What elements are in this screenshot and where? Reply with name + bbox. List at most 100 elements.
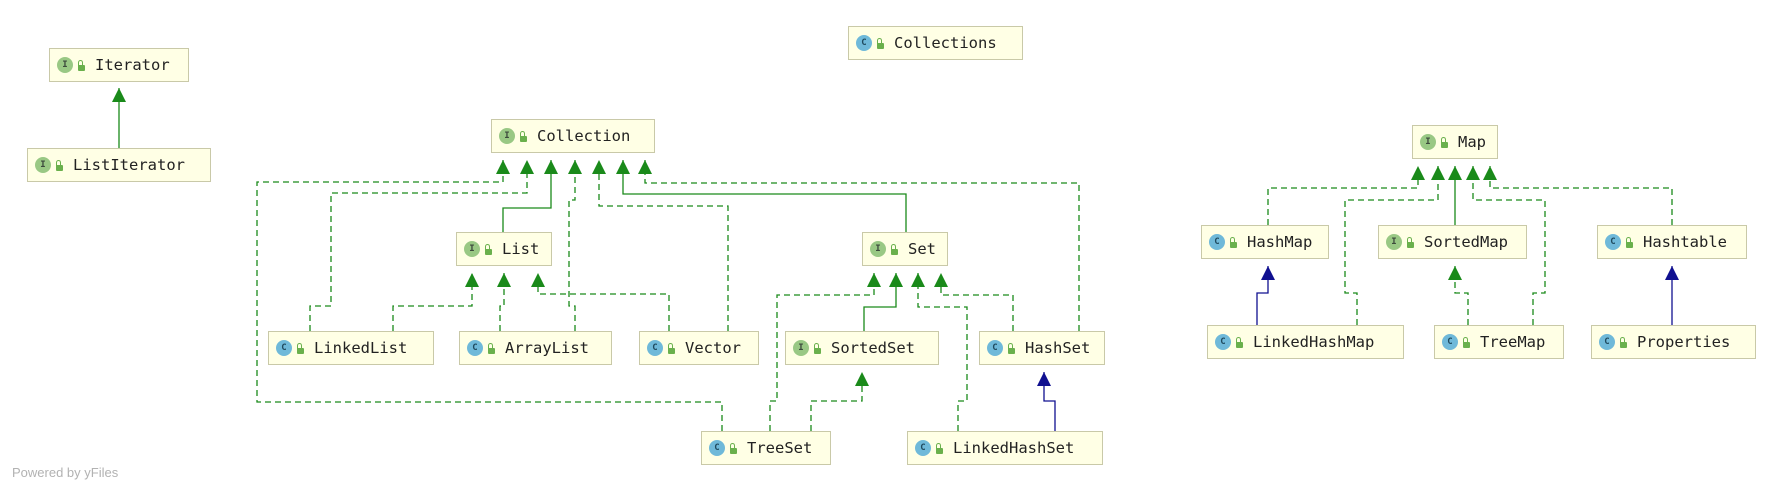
edge-line: [309, 160, 528, 331]
edge-treeset-to-sortedset: [810, 372, 869, 431]
edge-treeset-to-collection: [256, 160, 723, 431]
edge-properties-to-hashtable: [1665, 266, 1679, 325]
public-lock-icon: [56, 159, 63, 171]
public-lock-icon: [936, 442, 943, 454]
arrowhead: [592, 160, 606, 174]
arrowhead: [616, 160, 630, 174]
public-lock-icon: [1008, 342, 1015, 354]
arrowhead: [934, 273, 948, 287]
node-linkedhashset[interactable]: C LinkedHashSet: [907, 431, 1103, 465]
edge-line: [568, 160, 576, 331]
arrowhead: [112, 88, 126, 102]
edge-linkedlist-to-list: [392, 273, 479, 331]
arrowhead: [1411, 166, 1425, 180]
edge-list-to-collection: [502, 160, 558, 232]
edge-linkedhashmap-to-hashmap: [1256, 266, 1275, 325]
interface-icon: I: [1420, 134, 1436, 150]
node-label: HashSet: [1025, 339, 1091, 357]
edge-linkedlist-to-collection: [309, 160, 534, 331]
edge-line: [1344, 166, 1439, 325]
class-icon: C: [987, 340, 1003, 356]
node-label: ListIterator: [73, 156, 185, 174]
edge-linkedhashset-to-set: [911, 273, 968, 431]
edge-line: [622, 160, 907, 232]
node-label: List: [502, 240, 540, 258]
node-hashset[interactable]: C HashSet: [979, 331, 1105, 365]
powered-by-footer: Powered by yFiles: [12, 465, 119, 480]
node-label: LinkedHashSet: [953, 439, 1075, 457]
node-label: Iterator: [95, 56, 170, 74]
node-label: Hashtable: [1643, 233, 1727, 251]
edge-sortedset-to-set: [863, 273, 903, 331]
class-icon: C: [915, 440, 931, 456]
public-lock-icon: [877, 37, 884, 49]
public-lock-icon: [1407, 236, 1414, 248]
node-label: ArrayList: [505, 339, 589, 357]
class-icon: C: [1442, 334, 1458, 350]
public-lock-icon: [485, 243, 492, 255]
edge-listiterator-to-iterator: [112, 88, 126, 148]
class-icon: C: [856, 35, 872, 51]
public-lock-icon: [1463, 336, 1470, 348]
node-hashtable[interactable]: C Hashtable: [1597, 225, 1747, 259]
node-label: Map: [1458, 133, 1486, 151]
public-lock-icon: [488, 342, 495, 354]
edge-hashset-to-set: [934, 273, 1014, 331]
public-lock-icon: [1441, 136, 1448, 148]
node-properties[interactable]: C Properties: [1591, 325, 1756, 359]
arrowhead: [855, 372, 869, 386]
edge-line: [392, 273, 473, 331]
interface-icon: I: [35, 157, 51, 173]
arrowhead: [1448, 166, 1462, 180]
arrowhead: [638, 160, 652, 174]
public-lock-icon: [297, 342, 304, 354]
arrowhead: [867, 273, 881, 287]
public-lock-icon: [78, 59, 85, 71]
edge-line: [1472, 166, 1546, 325]
class-icon: C: [1209, 234, 1225, 250]
edge-line: [863, 273, 897, 331]
arrowhead: [531, 273, 545, 287]
node-label: SortedMap: [1424, 233, 1508, 251]
node-label: TreeMap: [1480, 333, 1546, 351]
arrowhead: [544, 160, 558, 174]
public-lock-icon: [1236, 336, 1243, 348]
arrowhead: [1466, 166, 1480, 180]
edge-line: [917, 273, 968, 431]
class-icon: C: [709, 440, 725, 456]
node-map[interactable]: I Map: [1412, 125, 1498, 159]
public-lock-icon: [730, 442, 737, 454]
edge-arraylist-to-collection: [568, 160, 582, 331]
edge-line: [256, 160, 723, 431]
node-label: Properties: [1637, 333, 1731, 351]
arrowhead: [497, 273, 511, 287]
edge-treeset-to-set: [769, 273, 881, 431]
class-icon: C: [1599, 334, 1615, 350]
arrowhead: [1431, 166, 1445, 180]
node-treemap[interactable]: C TreeMap: [1434, 325, 1564, 359]
edge-line: [502, 160, 552, 232]
public-lock-icon: [1620, 336, 1627, 348]
edge-arraylist-to-list: [497, 273, 511, 331]
edge-vector-to-collection: [592, 160, 729, 331]
node-listiterator[interactable]: I ListIterator: [27, 148, 211, 182]
arrowhead: [1483, 166, 1497, 180]
edge-line: [1043, 372, 1056, 431]
node-label: LinkedHashMap: [1253, 333, 1375, 351]
class-icon: C: [1605, 234, 1621, 250]
